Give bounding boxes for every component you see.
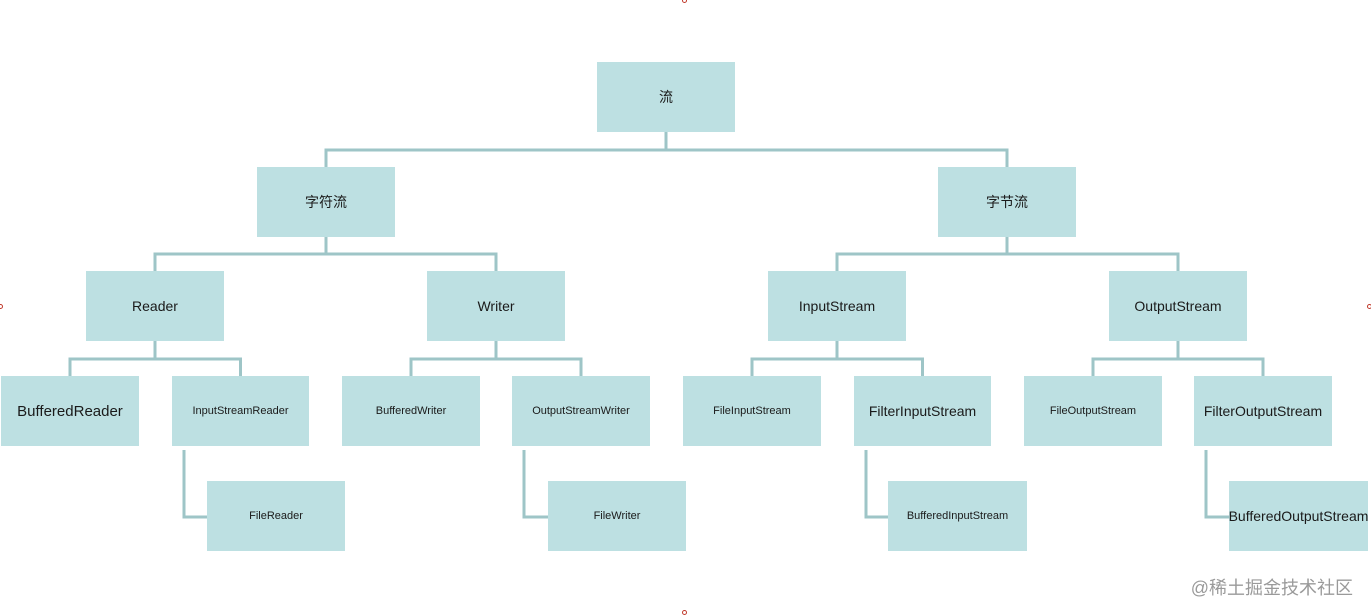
node-output-stream: OutputStream: [1109, 271, 1247, 341]
node-file-output-stream: FileOutputStream: [1024, 376, 1162, 446]
node-input-stream: InputStream: [768, 271, 906, 341]
node-input-stream-reader: InputStreamReader: [172, 376, 309, 446]
node-buffered-input-stream: BufferedInputStream: [888, 481, 1027, 551]
watermark-text: @稀土掘金技术社区: [1190, 578, 1353, 598]
node-filter-output-stream: FilterOutputStream: [1194, 376, 1332, 446]
selection-handle-right[interactable]: [1367, 304, 1371, 309]
node-filter-input-stream: FilterInputStream: [854, 376, 991, 446]
node-root: 流: [597, 62, 735, 132]
node-file-writer: FileWriter: [548, 481, 686, 551]
selection-handle-bottom[interactable]: [682, 610, 687, 615]
node-file-input-stream: FileInputStream: [683, 376, 821, 446]
node-output-stream-writer: OutputStreamWriter: [512, 376, 650, 446]
node-reader: Reader: [86, 271, 224, 341]
node-char-stream: 字符流: [257, 167, 395, 237]
node-buffered-writer: BufferedWriter: [342, 376, 480, 446]
selection-handle-left[interactable]: [0, 304, 3, 309]
node-buffered-reader: BufferedReader: [1, 376, 139, 446]
node-byte-stream: 字节流: [938, 167, 1076, 237]
selection-handle-top[interactable]: [682, 0, 687, 3]
node-writer: Writer: [427, 271, 565, 341]
node-buffered-output-stream: BufferedOutputStream: [1229, 481, 1368, 551]
node-file-reader: FileReader: [207, 481, 345, 551]
